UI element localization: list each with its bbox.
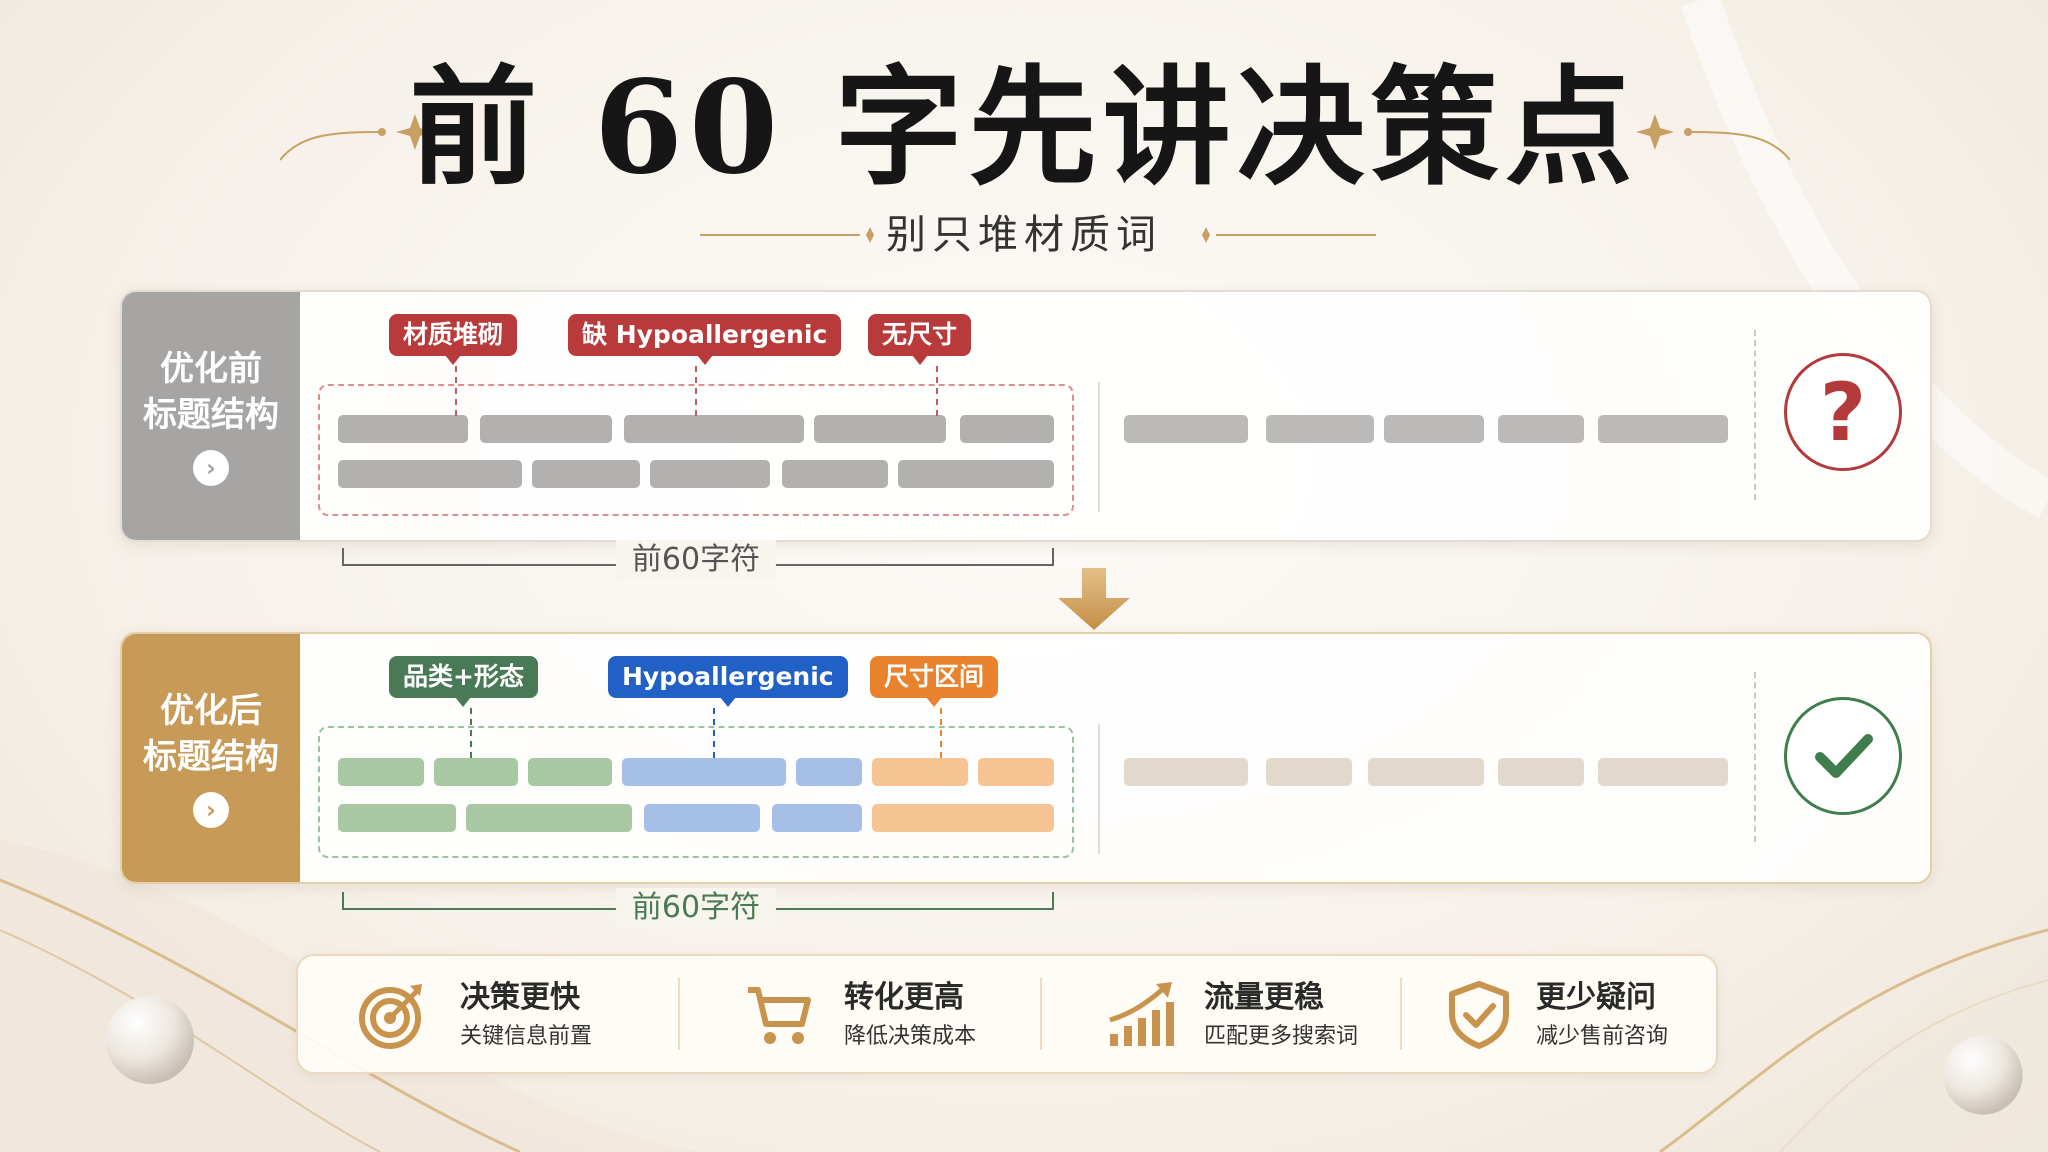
before-title-bar: [814, 415, 946, 443]
after-size-bar: [872, 758, 968, 786]
after-hypoallergenic-bar: [644, 804, 760, 832]
tag-connector: [713, 708, 715, 758]
panel-divider: [1098, 382, 1100, 512]
title-ornament-left: [280, 114, 434, 161]
benefit-stable-traffic: 流量更稳 匹配更多搜索词: [1042, 956, 1402, 1072]
before-title-bar: [782, 460, 888, 488]
after-category-bar: [338, 804, 456, 832]
benefit-subtitle: 降低决策成本: [844, 1024, 977, 1049]
panel-divider-dashed: [1754, 330, 1756, 500]
benefit-faster-decision: 决策更快 关键信息前置: [298, 956, 658, 1072]
after-category-bar: [338, 758, 424, 786]
benefit-fewer-questions: 更少疑问 减少售前咨询: [1402, 956, 1716, 1072]
benefit-separator: [1400, 978, 1402, 1050]
after-tag-category: 品类+形态: [389, 656, 538, 707]
benefit-title: 决策更快: [460, 980, 580, 1015]
after-hypoallergenic-bar: [622, 758, 786, 786]
before-rest-bar: [1598, 415, 1728, 443]
before-title-bar: [960, 415, 1054, 443]
before-title-bar: [480, 415, 612, 443]
benefit-subtitle: 减少售前咨询: [1536, 1024, 1669, 1049]
before-side-label: 优化前 标题结构 ›: [122, 292, 300, 540]
benefit-title: 转化更高: [844, 980, 964, 1015]
subtitle-ornament-left: [700, 227, 874, 243]
after-category-bar: [434, 758, 518, 786]
tag-connector: [940, 708, 942, 758]
before-tag-no-size: 无尺寸: [868, 314, 972, 365]
before-rest-bar: [1266, 415, 1374, 443]
chart-growth-icon: [1109, 982, 1174, 1046]
benefit-higher-conversion: 转化更高 降低决策成本: [680, 956, 1040, 1072]
after-tag-hypoallergenic: Hypoallergenic: [608, 656, 848, 707]
target-icon: [359, 984, 422, 1049]
before-title-bar: [532, 460, 640, 488]
after-size-bar: [872, 804, 1054, 832]
before-title-bar: [624, 415, 804, 443]
after-size-bar: [978, 758, 1054, 786]
after-hypoallergenic-bar: [772, 804, 862, 832]
panel-divider-dashed: [1754, 672, 1756, 842]
tag-connector: [936, 366, 938, 416]
arrow-down-icon: [1058, 568, 1130, 630]
before-side-line1: 优化前: [160, 349, 262, 389]
after-category-bar: [466, 804, 632, 832]
before-tag-material: 材质堆砌: [389, 314, 518, 365]
benefit-subtitle: 匹配更多搜索词: [1204, 1024, 1359, 1049]
page-title: 前 60 字先讲决策点: [409, 53, 1639, 203]
subtitle-ornament-right: [1202, 227, 1376, 243]
before-title-bar: [650, 460, 770, 488]
shield-check-icon: [1449, 981, 1509, 1049]
after-rest-bar: [1124, 758, 1248, 786]
chevron-right-icon: ›: [193, 792, 229, 828]
pearl-decoration: [1943, 1035, 2023, 1115]
after-tag-size-range: 尺寸区间: [870, 656, 999, 707]
after-side-label: 优化后 标题结构 ›: [122, 634, 300, 882]
before-title-bar: [898, 460, 1054, 488]
after-bracket-label: 前60字符: [615, 888, 777, 928]
chevron-right-icon: ›: [193, 450, 229, 486]
before-bracket-label: 前60字符: [615, 540, 777, 580]
benefit-subtitle: 关键信息前置: [460, 1024, 593, 1049]
benefit-separator: [1040, 978, 1042, 1050]
after-side-line1: 优化后: [160, 691, 262, 731]
benefit-title: 流量更稳: [1204, 980, 1324, 1015]
before-rest-bar: [1384, 415, 1484, 443]
after-rest-bar: [1266, 758, 1352, 786]
benefit-title: 更少疑问: [1536, 980, 1656, 1015]
after-first-60-zone: [318, 726, 1074, 858]
before-title-bar: [338, 415, 468, 443]
before-side-line2: 标题结构: [143, 395, 279, 435]
title-ornament-right: [1636, 114, 1790, 161]
before-rest-bar: [1124, 415, 1248, 443]
after-rest-bar: [1368, 758, 1484, 786]
tag-connector: [455, 366, 457, 416]
check-icon: [1784, 697, 1902, 815]
pearl-decoration: [106, 996, 194, 1084]
after-rest-bar: [1498, 758, 1584, 786]
after-side-line2: 标题结构: [143, 737, 279, 777]
after-rest-bar: [1598, 758, 1728, 786]
cart-icon: [748, 987, 811, 1044]
panel-divider: [1098, 724, 1100, 854]
after-category-bar: [528, 758, 612, 786]
benefits-bar: 决策更快 关键信息前置 转化更高 降低决策成本 流量更稳 匹配更多搜索词: [296, 954, 1718, 1074]
benefit-separator: [678, 978, 680, 1050]
tag-connector: [695, 366, 697, 416]
tag-connector: [470, 708, 472, 758]
before-title-bar: [338, 460, 522, 488]
before-tag-missing-hypoallergenic: 缺 Hypoallergenic: [568, 314, 842, 365]
page-subtitle: 别只堆材质词: [886, 212, 1162, 258]
before-rest-bar: [1498, 415, 1584, 443]
after-hypoallergenic-bar: [796, 758, 862, 786]
question-mark-icon: ?: [1784, 353, 1902, 471]
